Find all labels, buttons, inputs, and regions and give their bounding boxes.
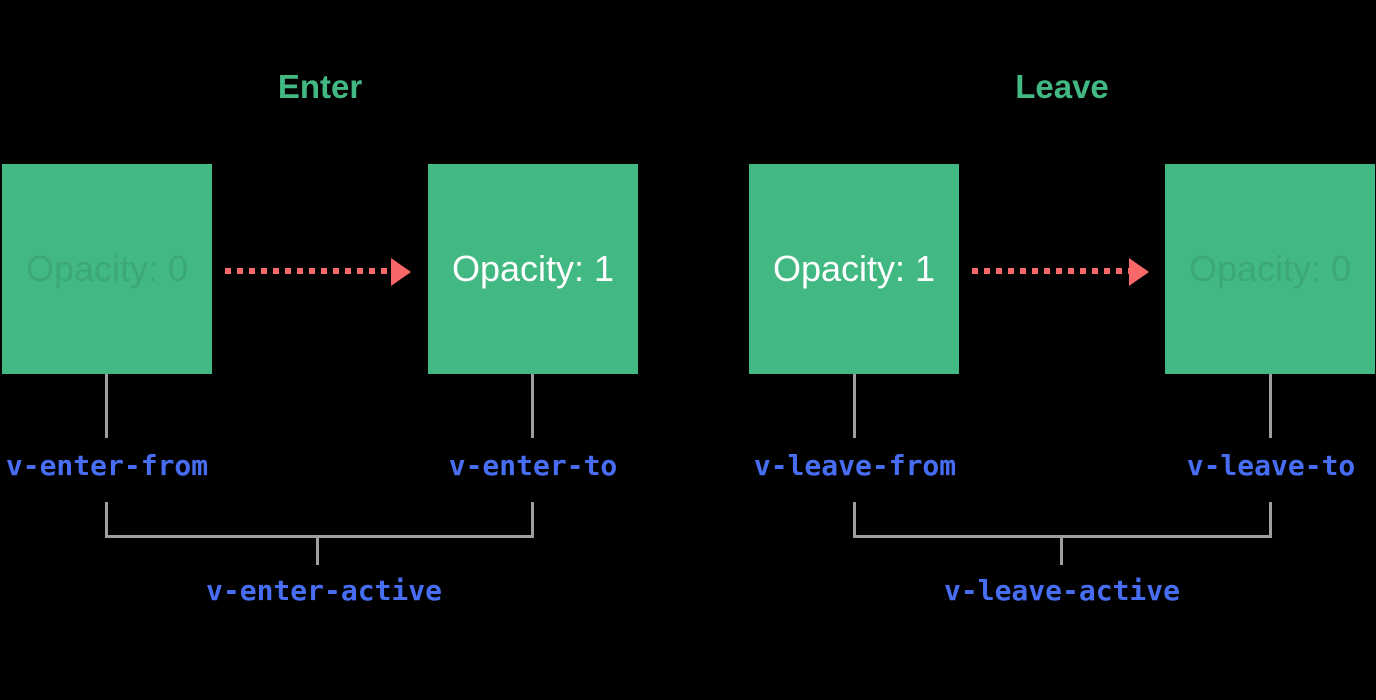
enter-section-title: Enter <box>277 68 363 105</box>
arrowhead-icon <box>391 258 411 286</box>
leave-active-class-label: v-leave-active <box>943 574 1181 607</box>
connector-line <box>105 374 108 438</box>
enter-from-box: Opacity: 0 <box>2 164 212 374</box>
connector-line <box>1269 374 1272 438</box>
enter-to-class-label: v-enter-to <box>448 449 618 482</box>
bracket-line <box>531 502 534 538</box>
enter-active-class-label: v-enter-active <box>205 574 443 607</box>
leave-from-class-label: v-leave-from <box>753 449 957 482</box>
bracket-line <box>1269 502 1272 538</box>
bracket-line <box>105 502 108 538</box>
bracket-line <box>1060 535 1063 565</box>
opacity-label: Opacity: 0 <box>1188 248 1352 289</box>
opacity-label: Opacity: 1 <box>772 248 936 289</box>
connector-line <box>531 374 534 438</box>
arrowhead-icon <box>1129 258 1149 286</box>
leave-to-box: Opacity: 0 <box>1165 164 1375 374</box>
leave-to-class-label: v-leave-to <box>1186 449 1356 482</box>
connector-line <box>853 374 856 438</box>
leave-section-title: Leave <box>1015 68 1109 105</box>
bracket-line <box>853 502 856 538</box>
leave-from-box: Opacity: 1 <box>749 164 959 374</box>
bracket-line <box>316 535 319 565</box>
bracket-line <box>105 535 534 538</box>
enter-to-box: Opacity: 1 <box>428 164 638 374</box>
enter-from-class-label: v-enter-from <box>5 449 209 482</box>
opacity-label: Opacity: 0 <box>25 248 189 289</box>
leave-transition-arrow <box>972 268 1129 274</box>
opacity-label: Opacity: 1 <box>451 248 615 289</box>
enter-transition-arrow <box>225 268 391 274</box>
